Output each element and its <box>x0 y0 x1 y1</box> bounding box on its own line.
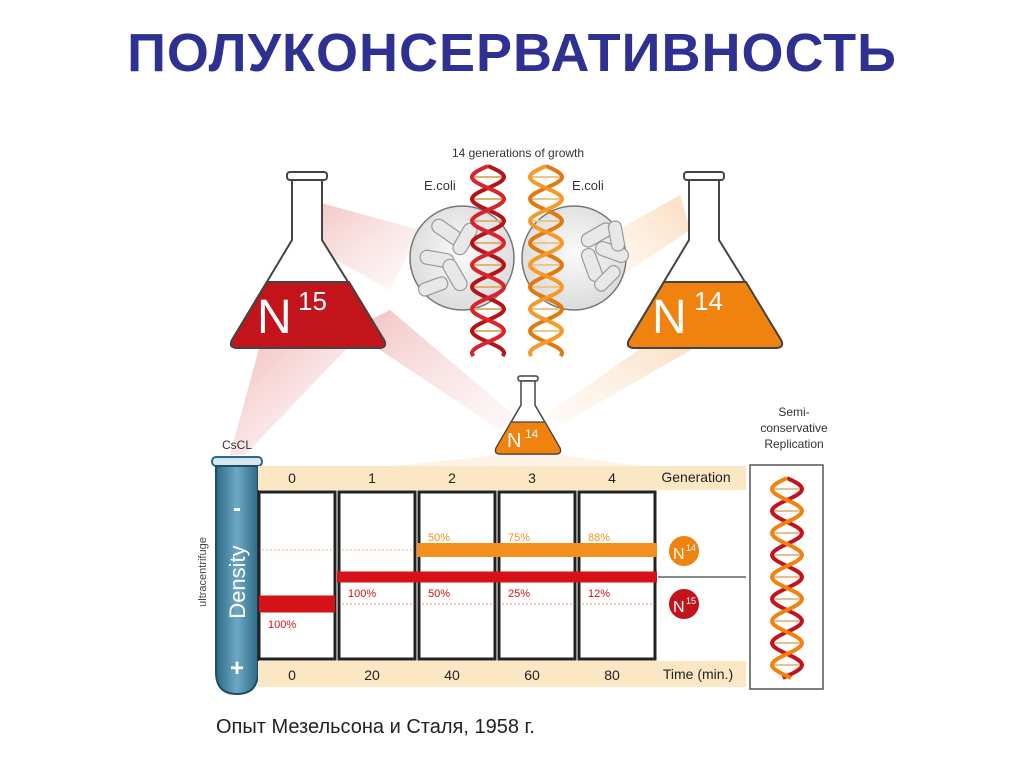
marker-n15: N 15 <box>667 587 701 621</box>
band-light <box>497 543 577 557</box>
density-column: 88% 12% <box>577 490 657 661</box>
tube-minus: - <box>233 495 241 522</box>
density-columns: 100% 100% 50% 50% 75% 25% 88% 12% <box>257 490 657 661</box>
generation-strip <box>258 466 746 490</box>
band-label: 12% <box>588 588 610 600</box>
beam-right-to-small-flask <box>545 335 700 425</box>
density-column: 100% <box>337 490 417 661</box>
beam-left-to-small-flask <box>350 310 520 430</box>
time-number: 60 <box>524 667 540 683</box>
density-column: 75% 25% <box>497 490 577 661</box>
semi-line-3: Replication <box>764 437 823 451</box>
band-label: 50% <box>428 532 450 544</box>
band-label: 50% <box>428 588 450 600</box>
flask-n14: N 14 <box>626 171 784 349</box>
band-heavy <box>259 595 335 613</box>
band-hybrid <box>577 571 657 583</box>
caption: Опыт Мезельсона и Сталя, 1958 г. <box>216 716 535 738</box>
time-number: 40 <box>444 667 460 683</box>
time-number: 20 <box>364 667 380 683</box>
flask-n15-superscript: 15 <box>298 286 327 316</box>
marker-n14-label: N <box>673 546 685 563</box>
column-frame <box>257 490 337 661</box>
flask-n14-superscript: 14 <box>694 286 723 316</box>
helix-semi-strand-a <box>769 476 805 680</box>
ecoli-left-label: E.coli <box>424 178 456 193</box>
flask-small-superscript: 14 <box>525 427 539 441</box>
band-light <box>417 543 497 557</box>
generation-number: 4 <box>608 470 616 486</box>
density-axis-label: Density <box>225 545 250 618</box>
generation-number: 0 <box>288 470 296 486</box>
flask-small-n14: N 14 <box>494 375 562 455</box>
band-label: 88% <box>588 532 610 544</box>
time-numbers: 0 20 40 60 80 <box>288 667 620 683</box>
growth-label: 14 generations of growth <box>452 146 584 160</box>
flask-n14-label: N <box>652 291 687 344</box>
band-hybrid <box>337 571 417 583</box>
marker-n14-superscript: 14 <box>686 543 696 553</box>
page-title: ПОЛУКОНСЕРВАТИВНОСТЬ <box>127 23 897 83</box>
semi-line-2: conservative <box>760 421 828 435</box>
semi-line-1: Semi- <box>778 405 809 419</box>
time-strip <box>258 661 746 687</box>
beam-left-to-dish <box>300 200 420 290</box>
generation-label: Generation <box>661 469 730 485</box>
generation-numbers: 0 1 2 3 4 <box>288 470 616 486</box>
dna-helix-n15 <box>469 164 507 358</box>
beam-left-to-tube <box>230 345 350 455</box>
tube-plus: + <box>230 655 244 682</box>
marker-n15-superscript: 15 <box>686 596 696 606</box>
flask-n15-label: N <box>257 291 292 344</box>
helix-n15-strand-b <box>469 164 507 358</box>
band-label: 100% <box>348 588 376 600</box>
tube-label: CsCL <box>222 438 252 452</box>
generation-number: 1 <box>368 470 376 486</box>
band-hybrid <box>497 571 577 583</box>
flask-n15: N 15 <box>229 171 387 349</box>
helix-semi-strand-b <box>769 476 805 680</box>
band-label: 75% <box>508 532 530 544</box>
helix-n15-strand-a <box>469 164 507 358</box>
time-label: Time (min.) <box>663 666 733 682</box>
density-column: 50% 50% <box>417 490 497 661</box>
band-light <box>577 543 657 557</box>
ultracentrifuge-label: ultracentrifuge <box>197 537 209 607</box>
helix-n14-strand-b <box>527 164 565 358</box>
band-hybrid <box>417 571 497 583</box>
semi-conservative-box: Semi- conservative Replication <box>749 405 828 690</box>
time-number: 0 <box>288 667 296 683</box>
band-label: 25% <box>508 588 530 600</box>
ecoli-right-label: E.coli <box>572 178 604 193</box>
generation-number: 2 <box>448 470 456 486</box>
time-number: 80 <box>604 667 620 683</box>
cscl-tube: CsCL - Density + ultracentrifuge <box>197 438 263 696</box>
marker-n15-label: N <box>673 599 685 616</box>
density-column: 100% <box>257 490 337 661</box>
marker-n14: N 14 <box>667 534 701 568</box>
flask-small-label: N <box>507 430 521 452</box>
dna-helix-n14 <box>527 164 565 358</box>
dna-helix-semiconservative <box>769 476 805 680</box>
generation-number: 3 <box>528 470 536 486</box>
helix-n14-strand-a <box>527 164 565 358</box>
band-label: 100% <box>268 619 296 631</box>
